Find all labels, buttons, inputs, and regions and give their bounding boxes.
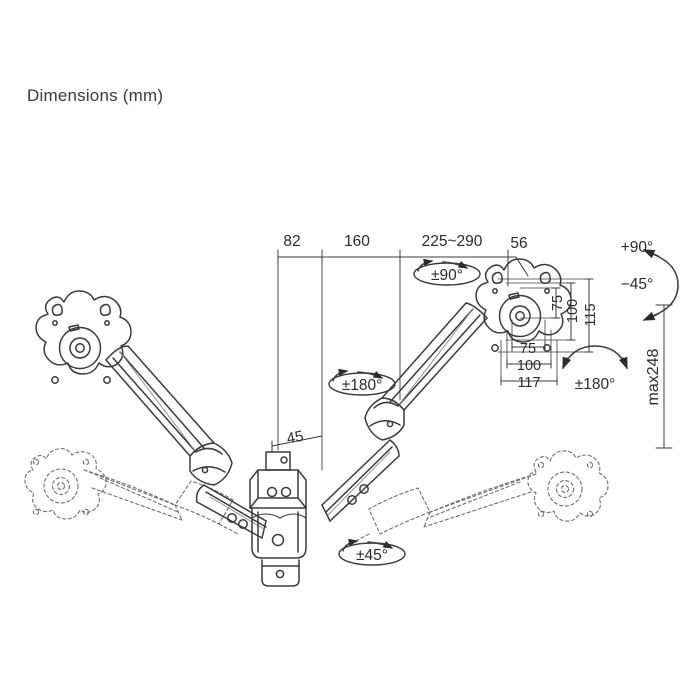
dim-45-label: 45 [285,428,305,448]
dimension-chain-horizontal [277,249,529,471]
arrow-arm-rotation [328,368,396,396]
dim-82-label: 82 [283,233,300,250]
left-upper-arm [105,345,215,457]
right-elbow-joint [364,397,405,441]
dim-vesa-h-75-label: 75 [520,341,536,357]
dim-vesa-h-100-label: 100 [517,358,541,374]
left-vesa-plate [35,290,132,384]
arrow-screen-rotation [562,345,628,370]
dim-vesa-h-117-label: 117 [517,375,540,391]
left-lower-arm [195,484,267,539]
left-elbow-joint [189,442,233,486]
ghost-right-assembly [351,450,609,544]
dim-56-label: 56 [510,235,527,252]
arrow-tilt-up-down [642,249,679,321]
arrow-head-swivel [413,258,481,286]
tilt-down-label: −45° [621,276,654,293]
arm-rotation-label: ±180° [342,377,383,394]
right-upper-arm [381,302,488,411]
wall-mount-hub [249,451,307,587]
screen-rotation-label: ±180° [575,376,616,393]
dimension-45 [271,435,323,453]
dim-vesa-v-115-label: 115 [583,303,599,326]
dim-160-label: 160 [344,233,370,250]
dim-vesa-v-100-label: 100 [565,299,581,323]
base-swivel-label: ±45° [356,547,388,564]
dimension-vesa-horizontal [500,319,558,386]
ghost-left-assembly [24,448,239,535]
arrow-base-swivel [338,538,406,566]
head-swivel-label: ±90° [431,267,463,284]
right-lower-arm [321,439,400,522]
dim-max248-label: max248 [645,348,662,405]
tilt-up-label: +90° [621,239,654,256]
right-vesa-plate [475,258,572,352]
page-title: Dimensions (mm) [27,86,164,105]
dim-225-290-label: 225~290 [422,233,483,250]
dim-vesa-v-75-label: 75 [550,295,566,311]
